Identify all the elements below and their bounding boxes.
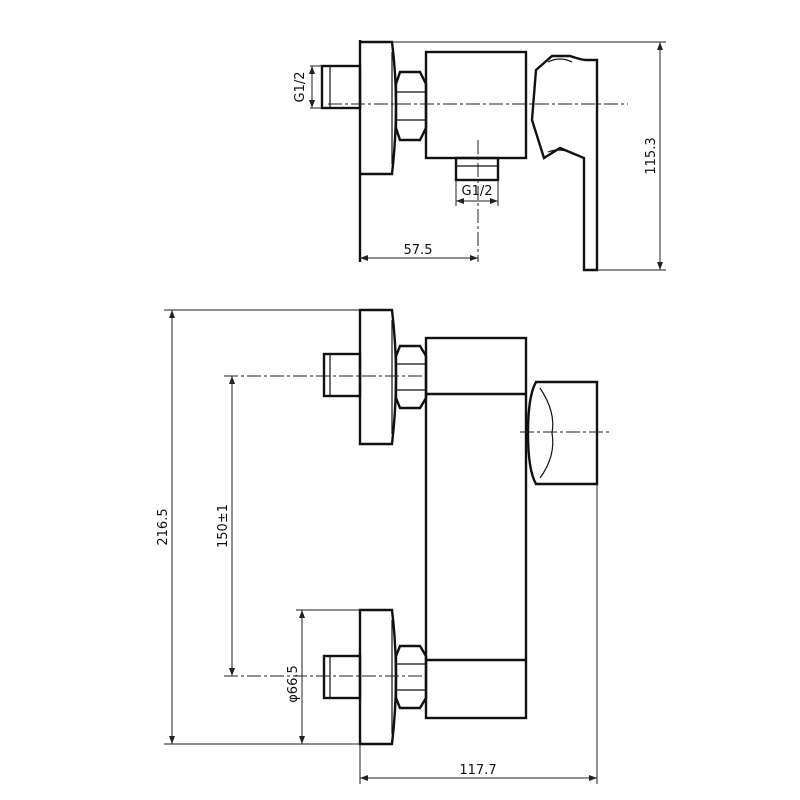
inlet-pipe-top bbox=[320, 64, 362, 110]
dim-label-outlet-offset: 57.5 bbox=[404, 243, 433, 258]
inlet-pipe-lower bbox=[322, 654, 362, 700]
mixer-body-top bbox=[424, 50, 528, 160]
escutcheon-lower bbox=[358, 608, 398, 746]
mixer-body-front bbox=[424, 336, 528, 720]
dim-label-center-distance: 150±1 bbox=[216, 504, 231, 548]
front-view: 150±1 216.5 φ66.5 117.7 bbox=[156, 308, 612, 784]
dim-label-flange-diameter: φ66.5 bbox=[286, 665, 301, 703]
escutcheon-flange-top bbox=[360, 40, 398, 176]
hex-nut-lower bbox=[394, 644, 428, 710]
hex-nut-top bbox=[394, 70, 428, 142]
dim-label-thread-inlet: G1/2 bbox=[293, 72, 308, 103]
dim-label-total-height: 216.5 bbox=[156, 508, 171, 545]
hex-nut-upper bbox=[394, 344, 428, 410]
escutcheon-upper bbox=[358, 308, 398, 446]
inlet-pipe-upper bbox=[322, 352, 362, 398]
cartridge-handle-front bbox=[526, 380, 599, 486]
outlet-nipple-top bbox=[454, 156, 500, 182]
dim-label-projection: 115.3 bbox=[644, 137, 659, 174]
lever-handle-top bbox=[530, 54, 599, 272]
dim-label-thread-outlet: G1/2 bbox=[462, 184, 493, 199]
top-view: G1/2 G1/2 57.5 115.3 bbox=[293, 40, 666, 272]
dim-label-total-width: 117.7 bbox=[459, 763, 496, 778]
